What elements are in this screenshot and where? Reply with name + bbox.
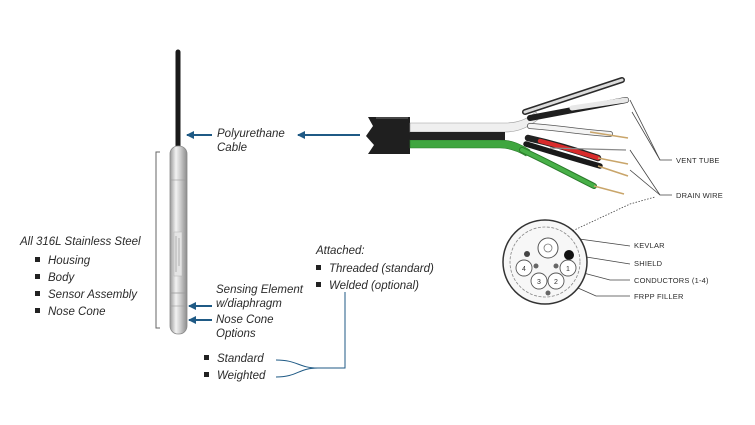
callout-kevlar: KEVLAR: [634, 241, 665, 250]
sensing-label-line2: w/diaphragm: [216, 298, 282, 310]
attached-list: Threaded (standard) Welded (optional): [316, 261, 434, 295]
attached-item-welded: Welded (optional): [316, 278, 434, 295]
callout-conductors: CONDUCTORS (1-4): [634, 276, 709, 285]
conductor-3-section: [530, 272, 548, 290]
connector-lines: [275, 292, 346, 378]
drain-wire: [549, 147, 627, 151]
cable-jacket: [366, 117, 410, 154]
conductor-2-section: [547, 272, 565, 290]
cable-cross-section: 4 3 2 1: [502, 219, 588, 305]
steel-item-nose-cone: Nose Cone: [35, 304, 137, 321]
nose-label-line2: Options: [216, 328, 256, 340]
cable-label-line2: Cable: [217, 142, 248, 154]
steel-bracket: [155, 151, 160, 329]
cable-label: Polyurethane Cable: [217, 127, 285, 155]
callout-shield: SHIELD: [634, 259, 663, 268]
inner-sheath: [409, 111, 541, 133]
cable-detail: [366, 77, 629, 195]
attached-title: Attached:: [316, 245, 365, 257]
probe-label-plate: [173, 231, 183, 277]
nose-options-list: Standard Weighted: [204, 351, 265, 385]
callout-arrows: [186, 131, 360, 324]
steel-title: All 316L Stainless Steel: [20, 236, 141, 248]
callout-frpp-filler: FRPP FILLER: [634, 292, 684, 301]
cable-label-line1: Polyurethane: [217, 128, 285, 140]
conductor-number-1: 1: [566, 266, 570, 273]
conductor-1-section: [559, 259, 577, 277]
sensor-probe: [169, 49, 188, 335]
callout-vent-tube: VENT TUBE: [676, 156, 720, 165]
drain-wire-section: [564, 250, 574, 260]
steel-item-sensor-assembly: Sensor Assembly: [35, 287, 137, 304]
nose-label-line1: Nose Cone: [216, 314, 274, 326]
nose-label: Nose Cone Options: [216, 313, 274, 341]
nose-option-standard: Standard: [204, 351, 265, 368]
conductor-number-4: 4: [522, 266, 526, 273]
steel-list: Housing Body Sensor Assembly Nose Cone: [35, 253, 137, 321]
conductor-number-3: 3: [537, 279, 541, 286]
wire-black: [523, 141, 603, 169]
steel-item-body: Body: [35, 270, 137, 287]
nose-option-weighted: Weighted: [204, 368, 265, 385]
callout-drain-wire: DRAIN WIRE: [676, 191, 723, 200]
sensing-label-line1: Sensing Element: [216, 284, 303, 296]
leader-lines: [559, 99, 672, 297]
attached-item-threaded: Threaded (standard): [316, 261, 434, 278]
conductor-4-section: [515, 259, 533, 277]
sensing-label: Sensing Element w/diaphragm: [216, 283, 303, 311]
conductor-number-2: 2: [554, 279, 558, 286]
steel-item-housing: Housing: [35, 253, 137, 270]
